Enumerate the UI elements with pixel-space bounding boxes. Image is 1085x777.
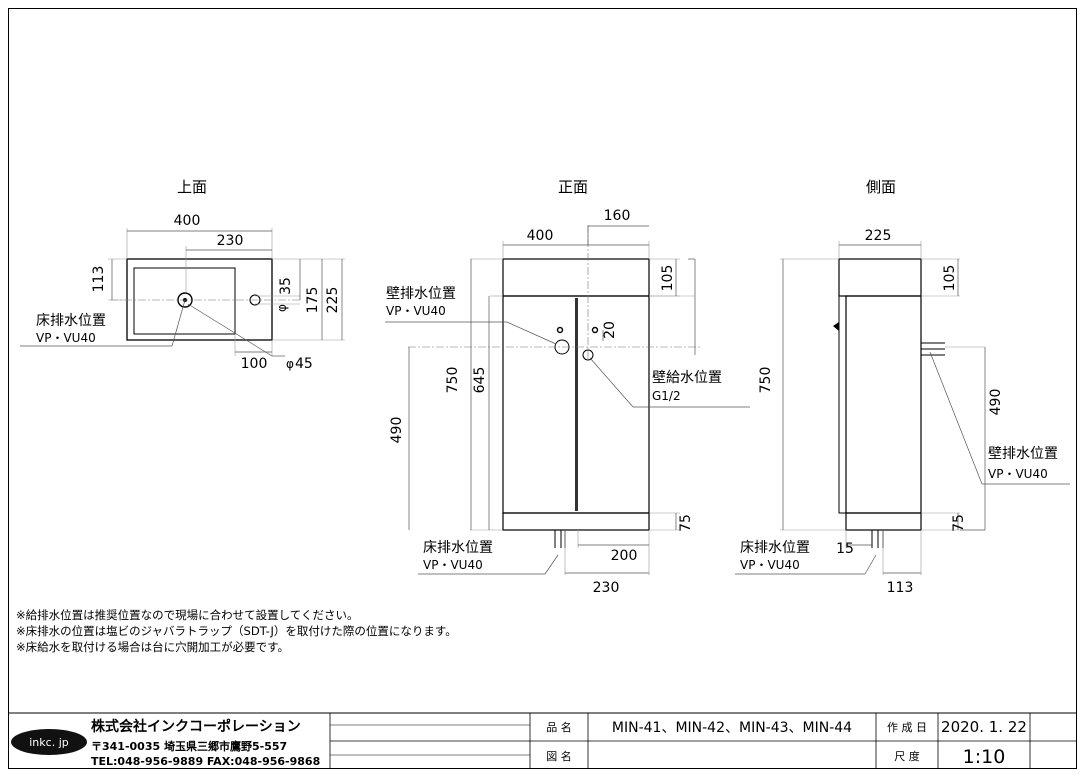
front-wall-supply-label: 壁給水位置 — [652, 370, 722, 386]
side-dim-113: 113 — [887, 580, 914, 596]
front-dim-160: 160 — [604, 208, 631, 224]
top-dim-35: 35 — [278, 277, 294, 295]
side-counter — [838, 258, 922, 297]
drawing-label: 図 名 — [546, 749, 572, 763]
side-dim-15: 15 — [836, 541, 854, 557]
front-hole-a — [556, 326, 564, 334]
front-dim-400: 400 — [527, 228, 554, 244]
side-dim-225: 225 — [865, 228, 892, 244]
note-3: ※床給水を取付ける場合は台に穴開加工が必要です。 — [16, 640, 289, 654]
front-dim-200: 200 — [611, 548, 638, 564]
top-dim-100: 100 — [241, 356, 268, 372]
logo-text: inkc. jp — [29, 736, 68, 749]
side-dim-105: 105 — [942, 265, 958, 292]
top-floor-drain-spec: VP・VU40 — [36, 331, 96, 345]
front-counter — [502, 258, 650, 297]
side-wall-drain-spec: VP・VU40 — [988, 467, 1048, 481]
sheet-border — [8, 8, 1077, 769]
front-plinth — [502, 512, 650, 531]
top-counter-outline — [126, 258, 273, 341]
front-dim-490: 490 — [389, 417, 405, 444]
side-cabinet — [845, 295, 922, 514]
top-view-title: 上面 — [177, 178, 207, 196]
front-view-title: 正面 — [558, 178, 588, 196]
front-wall-supply — [582, 349, 594, 361]
front-view: 正面 — [385, 178, 750, 596]
front-dim-645: 645 — [472, 367, 488, 394]
top-dim-175: 175 — [305, 287, 321, 314]
company-address: 〒341-0035 埼玉県三郷市鷹野5-557 — [91, 739, 287, 753]
note-1: ※給排水位置は推奨位置なので現場に合わせて設置してください。 — [16, 608, 358, 622]
side-door-edge — [838, 295, 847, 514]
product-value: MIN-41、MIN-42、MIN-43、MIN-44 — [612, 720, 852, 736]
title-block: inkc. jp 株式会社インクコーポレーション 〒341-0035 埼玉県三郷… — [8, 712, 1076, 769]
date-label: 作 成 日 — [887, 721, 927, 734]
top-dim-phi45-symbol: φ — [286, 357, 294, 371]
top-dim-400: 400 — [174, 213, 201, 229]
top-dim-230: 230 — [217, 233, 244, 249]
side-wall-drain-label: 壁排水位置 — [988, 446, 1058, 462]
side-floor-drain-label: 床排水位置 — [740, 540, 810, 556]
top-view: 上面 400 230 11 — [20, 178, 345, 372]
company-contact: TEL:048-956-9889 FAX:048-956-9868 — [91, 755, 320, 768]
side-view: 側面 — [735, 178, 1070, 596]
product-label: 品 名 — [546, 720, 572, 734]
side-floor-drain-spec: VP・VU40 — [740, 558, 800, 572]
top-dim-phi35-symbol: φ — [275, 304, 289, 312]
front-dim-20: 20 — [602, 321, 618, 339]
side-dim-490: 490 — [988, 389, 1004, 416]
top-dim-phi45: 45 — [295, 356, 313, 372]
top-floor-drain-label: 床排水位置 — [36, 313, 106, 329]
side-dim-750: 750 — [758, 367, 774, 394]
front-dim-230: 230 — [593, 580, 620, 596]
front-door-gap — [575, 298, 578, 511]
company-name: 株式会社インクコーポレーション — [91, 718, 301, 735]
front-floor-drain-label: 床排水位置 — [423, 540, 493, 556]
front-dim-105: 105 — [660, 265, 676, 292]
date-value: 2020. 1. 22 — [941, 718, 1027, 736]
scale-label: 尺 度 — [894, 749, 920, 763]
side-plinth — [845, 512, 922, 531]
top-dim-113: 113 — [91, 266, 107, 293]
front-hole-b — [591, 326, 599, 334]
front-wall-drain-label: 壁排水位置 — [386, 286, 456, 302]
front-dim-750: 750 — [445, 367, 461, 394]
front-wall-supply-spec: G1/2 — [652, 389, 681, 403]
front-floor-drain-spec: VP・VU40 — [423, 558, 483, 572]
notes: ※給排水位置は推奨位置なので現場に合わせて設置してください。 ※床排水の位置は塩… — [16, 608, 457, 654]
note-2: ※床排水の位置は塩ビのジャバラトラップ（SDT-J）を取付けた際の位置になります… — [16, 624, 457, 638]
top-dim-225: 225 — [325, 287, 341, 314]
company-logo — [11, 729, 87, 755]
front-wall-drain-spec: VP・VU40 — [386, 304, 446, 318]
front-dim-75: 75 — [678, 514, 694, 532]
scale-value: 1:10 — [963, 746, 1006, 768]
side-dim-75: 75 — [951, 514, 967, 532]
side-handle — [833, 322, 839, 331]
top-basin — [133, 267, 236, 335]
side-view-title: 側面 — [866, 178, 896, 196]
